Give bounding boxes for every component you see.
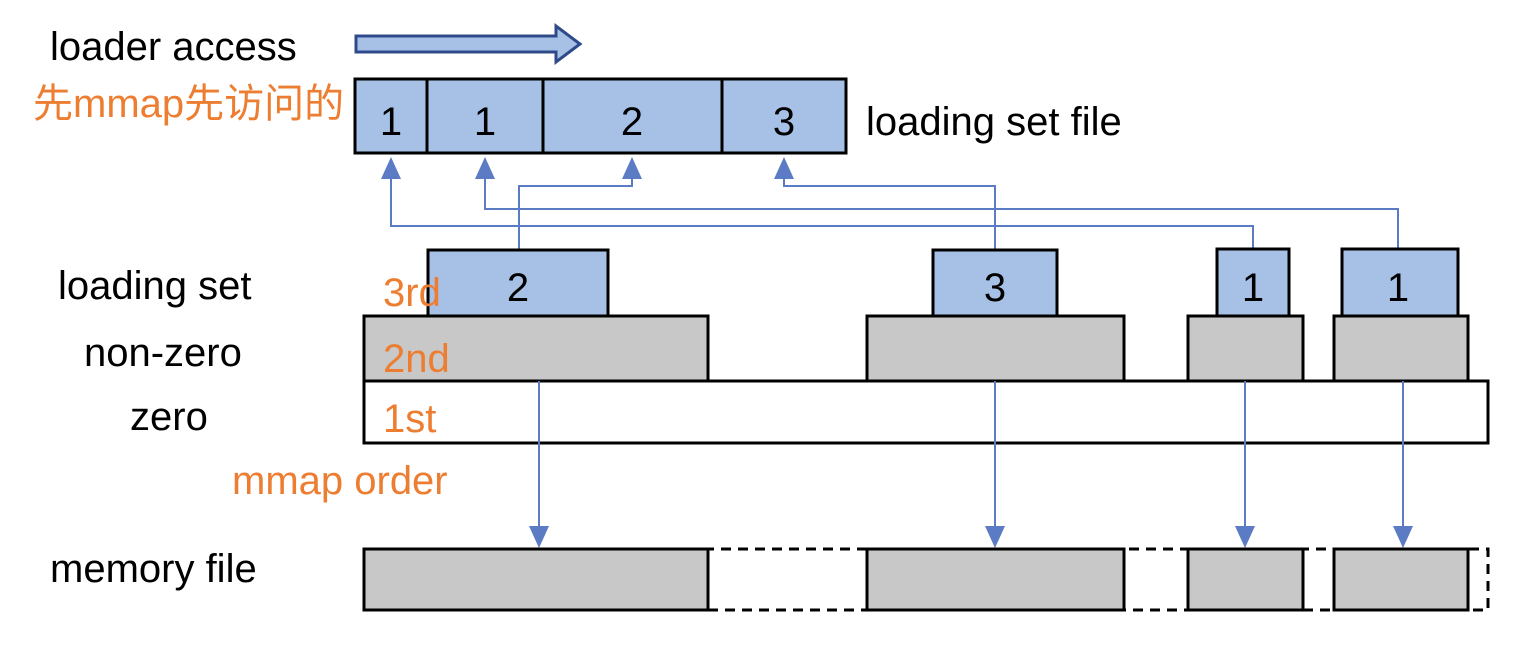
loader-access-label: loader access: [50, 25, 297, 69]
memory-file-bar: [362, 547, 1490, 612]
non-zero-block: [362, 314, 710, 383]
order-first-label: 1st: [383, 397, 436, 441]
loading-set-file-bar: 1 1 2 3: [353, 77, 848, 155]
non-zero-label: non-zero: [84, 331, 242, 375]
non-zero-block: [865, 314, 1126, 383]
arrowhead-up-icon: [475, 157, 495, 179]
connector-1b: [484, 178, 1399, 249]
file-segment-3-label: 3: [773, 100, 795, 144]
file-segment-1-label: 1: [474, 100, 496, 144]
non-zero-block: [1186, 314, 1305, 383]
arrowhead-down-icon: [1393, 526, 1413, 548]
non-zero-block: [1332, 314, 1470, 383]
mmap-order-label: mmap order: [232, 459, 448, 503]
arrowhead-up-icon: [381, 157, 401, 179]
loading-set-block-0-label: 2: [507, 266, 529, 310]
loading-set-block-3: [1340, 247, 1460, 318]
file-segment-3: [720, 77, 848, 155]
memory-file-label: memory file: [50, 547, 257, 591]
order-third-label: 3rd: [383, 271, 441, 315]
file-segment-1: [425, 77, 545, 155]
file-segment-2-label: 2: [621, 100, 643, 144]
connector-lines: [381, 157, 1399, 250]
arrowhead-down-icon: [1235, 526, 1255, 548]
loading-set-block-3-label: 1: [1387, 266, 1409, 310]
connector-2: [518, 178, 633, 250]
file-segment-2: [541, 77, 724, 155]
memory-file-block: [362, 547, 710, 612]
loading-set-block-2: [1215, 247, 1291, 318]
arrowhead-down-icon: [529, 526, 549, 548]
loading-set-label: loading set: [58, 264, 251, 308]
arrowhead-up-icon: [622, 157, 642, 179]
connector-3: [783, 178, 996, 250]
loading-set-block-2-label: 1: [1242, 266, 1264, 310]
non-zero-layer: [362, 314, 1470, 383]
loading-set-block-1-label: 3: [984, 266, 1006, 310]
connector-1a: [390, 178, 1254, 249]
file-segment-0: [353, 77, 429, 155]
arrowhead-up-icon: [774, 157, 794, 179]
memory-file-block: [1332, 547, 1470, 612]
loading-set-block-0: [426, 248, 610, 318]
arrowhead-down-icon: [985, 526, 1005, 548]
memory-file-block: [1186, 547, 1305, 612]
loader-access-arrow-icon: [354, 23, 583, 65]
file-segment-0-label: 1: [380, 100, 402, 144]
chinese-note: 先mmap先访问的: [33, 82, 344, 126]
loading-set-block-1: [931, 248, 1059, 318]
loading-set-layer: 2 3 1 1: [426, 247, 1460, 318]
mmap-arrows: [529, 381, 1413, 548]
zero-layer: [362, 379, 1490, 445]
loading-set-file-label: loading set file: [866, 100, 1122, 144]
order-second-label: 2nd: [383, 337, 450, 381]
zero-label: zero: [130, 395, 208, 439]
memory-file-block: [865, 547, 1126, 612]
